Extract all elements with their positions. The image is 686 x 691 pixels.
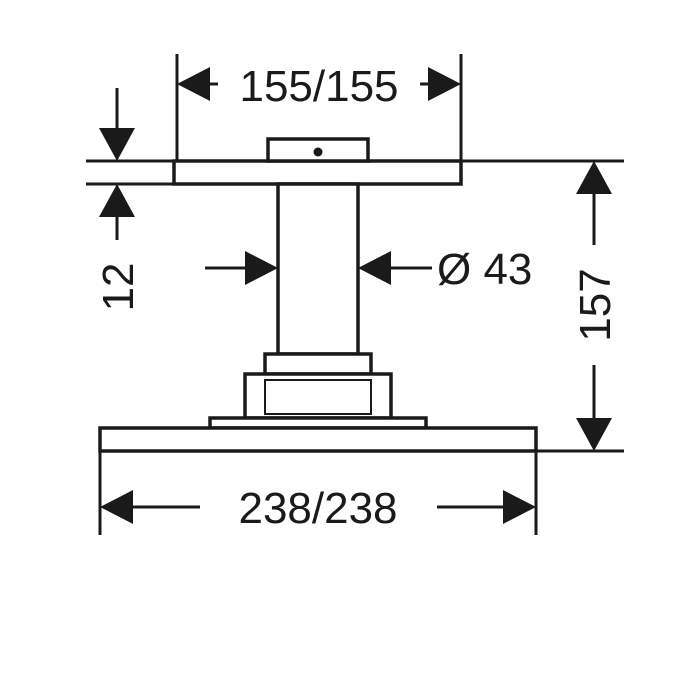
top-plate bbox=[172, 159, 463, 186]
stem bbox=[276, 182, 360, 356]
dim-plate-thickness: 12 bbox=[86, 88, 174, 311]
collar-lower bbox=[243, 372, 393, 420]
dim-height-label: 157 bbox=[571, 268, 620, 341]
shower-plate bbox=[98, 426, 538, 453]
dim-diameter-label: Ø 43 bbox=[437, 245, 532, 294]
dim-plate-thickness-label: 12 bbox=[94, 263, 143, 312]
dim-bottom-width: 238/238 bbox=[98, 451, 538, 535]
collar-upper bbox=[263, 352, 373, 376]
dim-top-width: 155/155 bbox=[175, 54, 463, 161]
shower-head-outline bbox=[98, 137, 538, 453]
dim-height: 157 bbox=[461, 159, 624, 453]
dim-bottom-width-label: 238/238 bbox=[238, 484, 397, 533]
dim-top-width-label: 155/155 bbox=[239, 62, 398, 111]
connector-hole bbox=[313, 147, 323, 157]
collar-inner bbox=[264, 379, 372, 415]
dim-diameter: Ø 43 bbox=[205, 245, 532, 294]
